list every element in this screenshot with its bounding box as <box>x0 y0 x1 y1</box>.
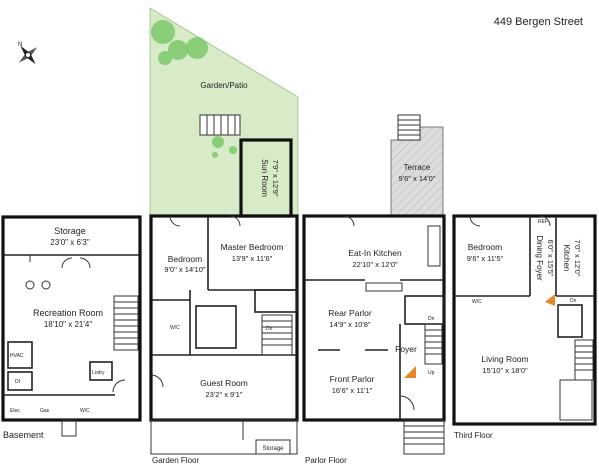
third-dn-label: Dn <box>570 298 577 304</box>
garden-bedroom-name: Bedroom <box>168 254 203 264</box>
basement-wc-label: W/C <box>80 408 90 414</box>
svg-text:N: N <box>18 42 22 48</box>
guest-room-name: Guest Room <box>200 378 248 388</box>
third-bedroom-dims: 9'6" x 11'5" <box>467 254 504 263</box>
gas-label: Gas <box>40 408 50 414</box>
parlor-dn-label: Dn <box>428 316 435 322</box>
parlor-stair-arrow-icon <box>404 366 416 378</box>
eat-in-kitchen-dims: 22'10" x 12'0" <box>352 260 398 269</box>
basement-storage-dims: 23'0" x 6'3" <box>50 238 90 247</box>
eat-in-kitchen-name: Eat-In Kitchen <box>348 248 402 258</box>
parlor-floor-label: Parlor Floor <box>305 456 347 464</box>
garden-storage-name: Storage <box>262 446 284 452</box>
di-label: DI <box>15 379 20 385</box>
guest-room-dims: 23'2" x 9'1" <box>206 390 243 399</box>
third-wc-label: W/C <box>472 299 482 305</box>
sun-room-name: Sun Room <box>260 159 269 197</box>
address-title: 449 Bergen Street <box>494 16 583 28</box>
front-parlor-dims: 16'6" x 11'1" <box>332 386 373 395</box>
third-floor-plan: Bedroom 9'6" x 11'5" Dining Foyer 6'0" x… <box>452 214 597 440</box>
sun-room-dims: 7'9" x 12'9" <box>271 160 280 197</box>
garden-dn-label: Dn <box>266 326 273 332</box>
basement-floor-label: Basement <box>3 430 44 440</box>
parlor-floor-plan: Terrace 9'6" x 14'0" Eat-In Kitchen 22'1… <box>302 114 446 464</box>
living-room-name: Living Room <box>481 354 528 364</box>
ref-label: REF <box>538 219 548 225</box>
dining-foyer-name: Dining Foyer <box>535 235 544 281</box>
garden-wc-label: W/C <box>170 325 180 331</box>
elec-label: Elec <box>10 408 20 414</box>
kitchen-name: Kitchen <box>562 245 571 272</box>
garden-floor-plan: Garden/Patio Sun Room 7'9" x 12'9" Bedro… <box>149 7 299 464</box>
tree-group <box>151 20 237 158</box>
terrace-dims: 9'6" x 14'0" <box>399 174 436 183</box>
parlor-up-label: Up <box>428 370 435 376</box>
basement-storage-name: Storage <box>54 226 86 236</box>
garden-bedroom-dims: 9'0" x 14'10" <box>164 265 205 274</box>
recreation-room-name: Recreation Room <box>33 308 103 318</box>
master-bedroom-dims: 13'9" x 11'6" <box>232 254 273 263</box>
garden-floor-label: Garden Floor <box>152 456 199 464</box>
foyer-name: Foyer <box>395 344 417 354</box>
garden-patio-name: Garden/Patio <box>200 81 248 90</box>
laundry-label: Lndry <box>92 370 105 376</box>
front-parlor-name: Front Parlor <box>330 374 375 384</box>
third-floor-stair-arrow-icon <box>545 294 555 306</box>
kitchen-dims: 7'0" x 12'0" <box>573 240 582 277</box>
third-bedroom-name: Bedroom <box>468 242 503 252</box>
recreation-room-dims: 18'10" x 21'4" <box>44 320 92 329</box>
hvac-label: HVAC <box>10 353 24 359</box>
master-bedroom-name: Master Bedroom <box>221 242 284 252</box>
rear-parlor-name: Rear Parlor <box>328 308 372 318</box>
terrace-name: Terrace <box>404 163 431 172</box>
third-floor-label: Third Floor <box>454 431 493 440</box>
compass-icon: N <box>18 42 38 65</box>
basement-plan: Storage 23'0" x 6'3" Recreation Room 18'… <box>1 215 142 440</box>
rear-parlor-dims: 14'9" x 10'8" <box>329 320 370 329</box>
living-room-dims: 15'10" x 18'0" <box>482 366 528 375</box>
dining-foyer-dims: 6'0" x 15'5" <box>546 240 555 277</box>
